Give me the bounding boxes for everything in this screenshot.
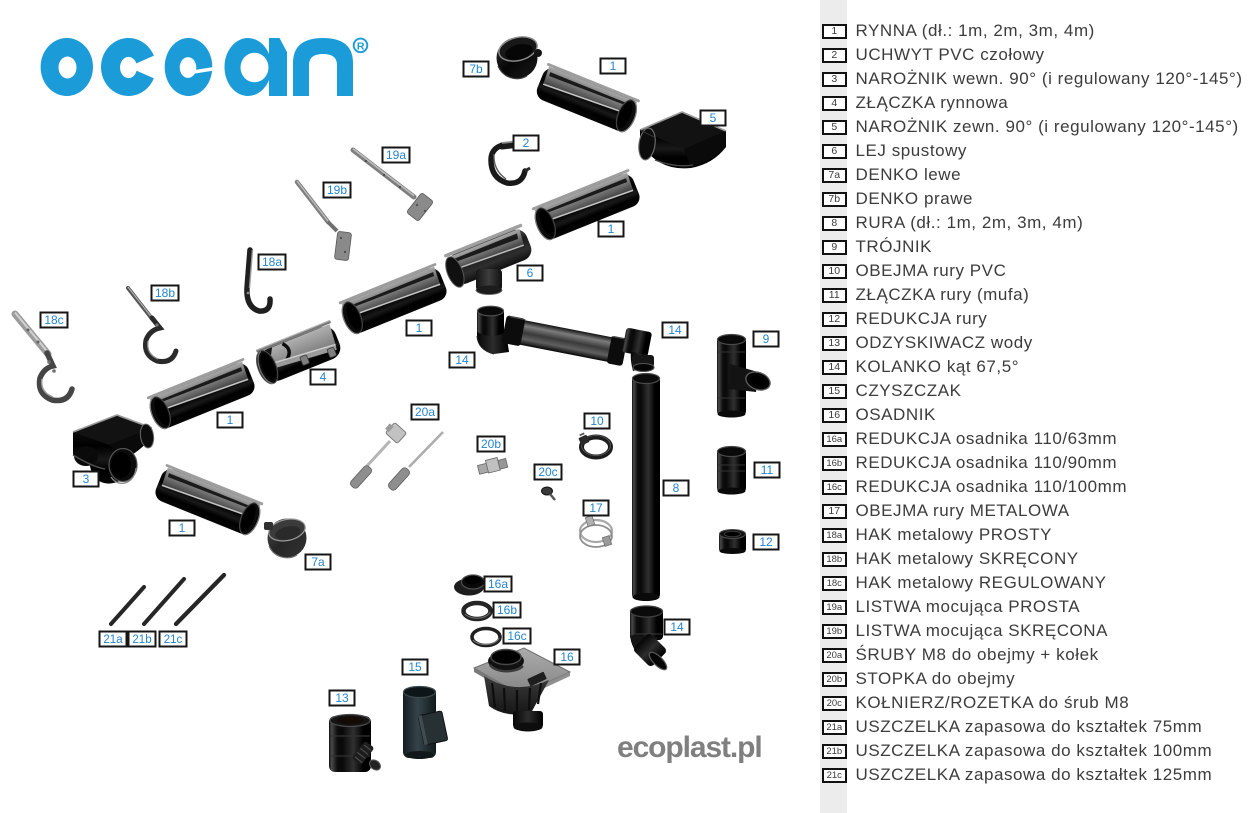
svg-text:20a: 20a bbox=[415, 405, 435, 419]
svg-text:15: 15 bbox=[408, 660, 422, 674]
svg-text:12: 12 bbox=[759, 535, 773, 549]
svg-text:19a: 19a bbox=[386, 148, 406, 162]
svg-text:14: 14 bbox=[455, 353, 469, 367]
svg-text:18c: 18c bbox=[44, 313, 63, 327]
svg-text:5: 5 bbox=[710, 111, 717, 125]
svg-text:1: 1 bbox=[608, 222, 615, 236]
svg-text:7b: 7b bbox=[469, 62, 483, 76]
svg-text:1: 1 bbox=[179, 521, 186, 535]
svg-text:3: 3 bbox=[83, 472, 90, 486]
svg-text:20b: 20b bbox=[481, 437, 501, 451]
svg-text:1: 1 bbox=[610, 59, 617, 73]
svg-text:19b: 19b bbox=[327, 183, 347, 197]
svg-text:6: 6 bbox=[527, 266, 534, 280]
svg-text:4: 4 bbox=[320, 370, 327, 384]
svg-text:21c: 21c bbox=[164, 634, 183, 646]
svg-text:7a: 7a bbox=[311, 555, 325, 569]
svg-text:8: 8 bbox=[673, 481, 680, 495]
svg-text:10: 10 bbox=[590, 414, 604, 428]
svg-text:18b: 18b bbox=[155, 286, 175, 300]
svg-text:2: 2 bbox=[523, 136, 530, 150]
svg-text:16c: 16c bbox=[507, 629, 526, 643]
svg-text:16a: 16a bbox=[488, 577, 508, 591]
svg-text:11: 11 bbox=[761, 463, 774, 477]
svg-text:1: 1 bbox=[416, 321, 423, 335]
svg-text:9: 9 bbox=[763, 332, 770, 346]
svg-text:17: 17 bbox=[589, 501, 603, 515]
svg-text:18a: 18a bbox=[262, 255, 282, 269]
svg-text:20c: 20c bbox=[538, 465, 557, 479]
svg-text:1: 1 bbox=[227, 413, 234, 427]
svg-text:16: 16 bbox=[560, 650, 574, 664]
svg-text:13: 13 bbox=[335, 691, 349, 705]
svg-text:R: R bbox=[357, 40, 365, 52]
svg-text:21b: 21b bbox=[132, 634, 151, 646]
svg-text:21a: 21a bbox=[103, 634, 123, 646]
svg-text:16b: 16b bbox=[497, 603, 517, 617]
svg-text:14: 14 bbox=[668, 323, 682, 337]
svg-text:14: 14 bbox=[670, 620, 684, 634]
